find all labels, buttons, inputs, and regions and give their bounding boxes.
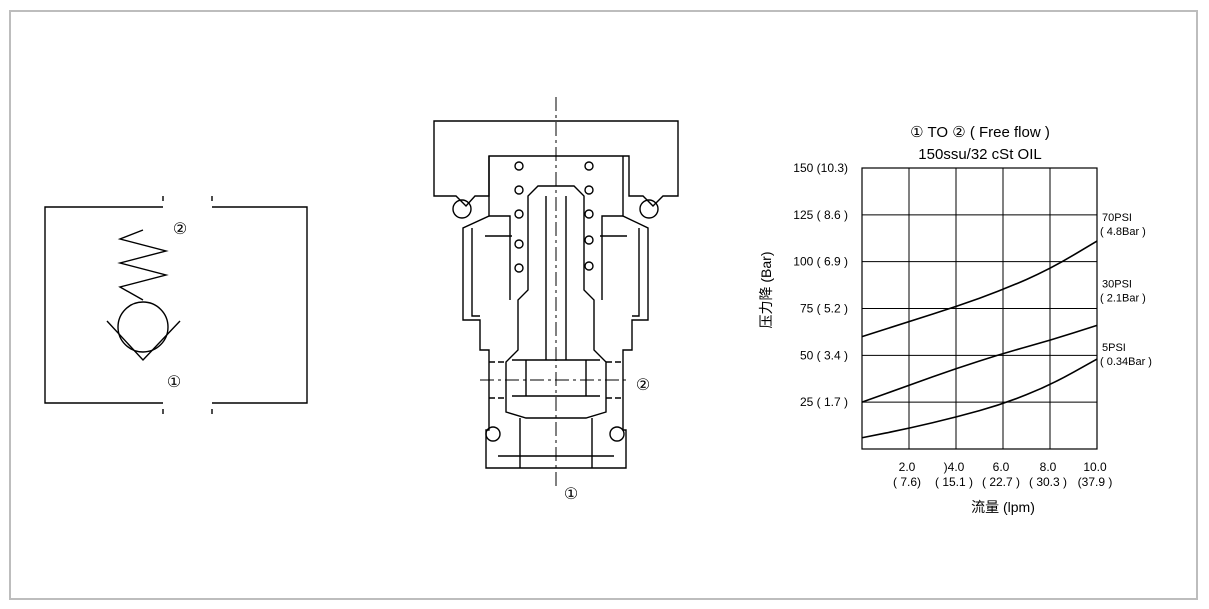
x-tick-label: )4.0: [944, 460, 965, 474]
o-ring-lower-right: [609, 426, 625, 442]
cartridge-section-drawing: [433, 97, 679, 490]
o-ring-upper-left: [452, 199, 472, 219]
series-sublabel: ( 0.34Bar ): [1100, 356, 1152, 368]
stem: [545, 196, 567, 360]
diagram-frame: [9, 10, 1198, 600]
y-tick-label: 25 ( 1.7 ): [800, 395, 848, 409]
series-label: 30PSI: [1102, 278, 1132, 290]
series-line-5psi: [861, 358, 1098, 439]
x-tick-label: 2.0: [899, 460, 916, 474]
ball-icon: [117, 301, 169, 353]
symbol-port-2-label: ②: [173, 221, 187, 238]
y-tick-label: 100 ( 6.9 ): [793, 255, 848, 269]
o-ring-upper-right: [639, 199, 659, 219]
hex-nut: [433, 120, 679, 208]
symbol-port-1-label: ①: [167, 374, 181, 391]
check-valve-symbol: [44, 196, 308, 414]
symbol-left-block: [44, 206, 163, 404]
section-port-2-label: ②: [636, 377, 650, 394]
series-sublabel: ( 4.8Bar ): [1100, 226, 1146, 238]
o-ring-lower-left: [485, 426, 501, 442]
series-sublabel: ( 2.1Bar ): [1100, 292, 1146, 304]
chart-series: [861, 240, 1098, 439]
x-tick-sublabel: ( 15.1 ): [935, 475, 973, 489]
series-labels: 70PSI ( 4.8Bar ) 30PSI ( 2.1Bar ) 5PSI ( 0.34…: [1100, 212, 1152, 368]
series-line-70psi: [861, 240, 1098, 338]
x-axis-label: 流量 (lpm): [971, 499, 1035, 515]
symbol-right-block: [212, 206, 308, 404]
spring-coils-left: [514, 161, 524, 273]
body-inner-right: [600, 215, 640, 317]
cartridge-body: [462, 156, 649, 469]
y-tick-label: 150 (10.3): [793, 161, 848, 175]
spring-icon: [117, 229, 169, 301]
guide-sleeve: [505, 185, 607, 419]
section-port-1-label: ①: [564, 486, 578, 503]
y-tick-labels: 25 ( 1.7 ) 50 ( 3.4 ) 75 ( 5.2 ) 100 ( 6.9 …: [793, 161, 848, 409]
series-label: 5PSI: [1102, 342, 1126, 354]
x-tick-sublabel: ( 7.6): [893, 475, 921, 489]
x-tick-labels: 2.0( 7.6) )4.0( 15.1 ) 6.0( 22.7 ) 8.0( 30.…: [893, 460, 1112, 489]
x-tick-sublabel: ( 30.3 ): [1029, 475, 1067, 489]
x-tick-label: 8.0: [1040, 460, 1057, 474]
valve-seat-icon: [106, 320, 181, 362]
chart-subtitle: 150ssu/32 cSt OIL: [918, 146, 1041, 163]
x-tick-label: 6.0: [993, 460, 1010, 474]
seat-port-right: [606, 361, 623, 399]
x-tick-sublabel: (37.9 ): [1078, 475, 1113, 489]
chart-title: ① TO ② ( Free flow ): [910, 124, 1050, 141]
body-inner-left: [471, 215, 512, 317]
y-tick-label: 75 ( 5.2 ): [800, 302, 848, 316]
bottom-port-bore: [498, 418, 614, 468]
pressure-drop-chart: ① TO ② ( Free flow ) 150ssu/32 cSt OIL 2…: [758, 124, 1152, 515]
x-tick-label: 10.0: [1083, 460, 1107, 474]
spring-coils-right: [584, 161, 594, 271]
y-axis-label: 压力降 (Bar): [758, 252, 774, 329]
y-tick-label: 50 ( 3.4 ): [800, 348, 848, 362]
x-tick-sublabel: ( 22.7 ): [982, 475, 1020, 489]
series-line-30psi: [861, 324, 1098, 403]
seat-port-left: [489, 361, 506, 399]
poppet-head: [512, 359, 600, 397]
series-label: 70PSI: [1102, 212, 1132, 224]
y-tick-label: 125 ( 8.6 ): [793, 208, 848, 222]
chart-grid: [861, 167, 1098, 450]
